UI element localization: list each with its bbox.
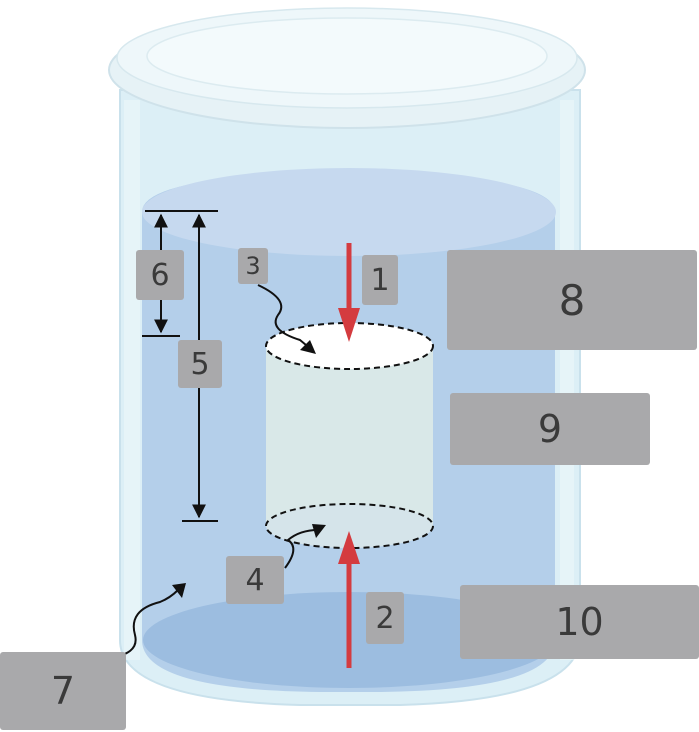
pointer-7-head	[172, 583, 186, 598]
label-7: 7	[0, 652, 126, 730]
jar-right-highlight	[560, 100, 574, 660]
label-2-text: 2	[375, 600, 395, 636]
label-3: 3	[238, 248, 268, 284]
label-10-text: 10	[555, 600, 604, 644]
pointer-3	[257, 284, 313, 351]
label-4: 4	[226, 556, 284, 604]
pointer-4	[284, 529, 319, 569]
label-2: 2	[366, 592, 404, 644]
force-arrow-up-head	[338, 531, 360, 564]
label-5-text: 5	[190, 346, 210, 382]
water-surface	[142, 168, 556, 256]
label-10: 10	[460, 585, 699, 659]
label-6: 6	[136, 250, 184, 300]
pointer-4-head	[312, 524, 326, 538]
label-1-text: 1	[370, 262, 390, 298]
label-1: 1	[362, 255, 398, 305]
label-9-text: 9	[537, 407, 563, 451]
label-4-text: 4	[245, 562, 265, 598]
jar-left-highlight	[124, 100, 140, 660]
label-8-text: 8	[558, 275, 586, 325]
label-9: 9	[450, 393, 650, 465]
label-8: 8	[447, 250, 697, 350]
pointer-3-head	[300, 340, 316, 354]
lid-inner	[146, 17, 548, 95]
force-arrow-down-head	[338, 308, 360, 342]
label-5: 5	[178, 340, 222, 388]
pointer-7	[105, 589, 179, 659]
cylinder-body	[266, 346, 433, 526]
label-7-text: 7	[50, 669, 76, 713]
label-3-text: 3	[245, 252, 261, 280]
cylinder-bottom-face	[265, 503, 434, 549]
label-6-text: 6	[150, 257, 170, 293]
